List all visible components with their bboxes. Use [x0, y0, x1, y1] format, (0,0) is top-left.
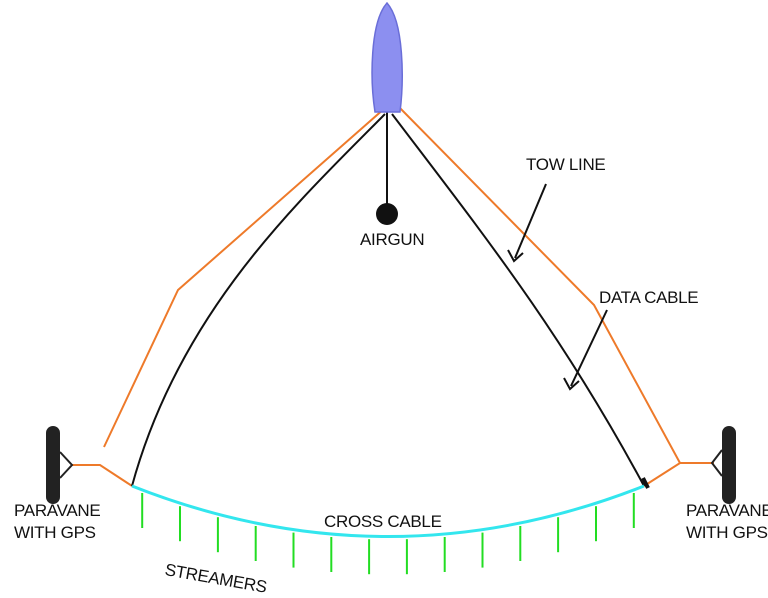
data-cable-right [391, 113, 645, 487]
paravane-right-label: PARAVANE WITH GPS [686, 500, 768, 544]
paravane-left-label-line2: WITH GPS [14, 523, 96, 542]
data-cable-right-end-marker [641, 477, 650, 489]
paravane-left-label-line1: PARAVANE [14, 501, 101, 520]
airgun-label: AIRGUN [360, 230, 425, 249]
paravane-right-label-line2: WITH GPS [686, 523, 768, 542]
data-cable-arrow [570, 309, 608, 387]
paravane-right-label-line1: PARAVANE [686, 501, 768, 520]
tow-line-right [395, 103, 681, 464]
data-cable-arrowhead [563, 377, 580, 391]
streamers-group [141, 493, 635, 575]
paravane-left-label: PARAVANE WITH GPS [14, 500, 101, 544]
paravane-left-bridle [59, 451, 74, 479]
paravane-left-icon [46, 426, 60, 504]
data-cable-label: DATA CABLE [599, 288, 699, 307]
tow-line-left-branch [72, 464, 133, 487]
tow-line-arrow [514, 183, 547, 259]
cross-cable [131, 484, 645, 538]
airgun-icon [376, 203, 398, 225]
paravane-right-bridle [710, 449, 723, 477]
data-cable-left [131, 113, 386, 487]
paravane-right-icon [722, 426, 736, 504]
cross-cable-label: CROSS CABLE [324, 512, 442, 531]
vessel-icon [371, 1, 403, 113]
tow-line-label: TOW LINE [526, 155, 606, 174]
tow-line-arrowhead [507, 249, 524, 263]
tow-line-right-branch [643, 462, 714, 487]
tow-line-left [103, 107, 386, 448]
